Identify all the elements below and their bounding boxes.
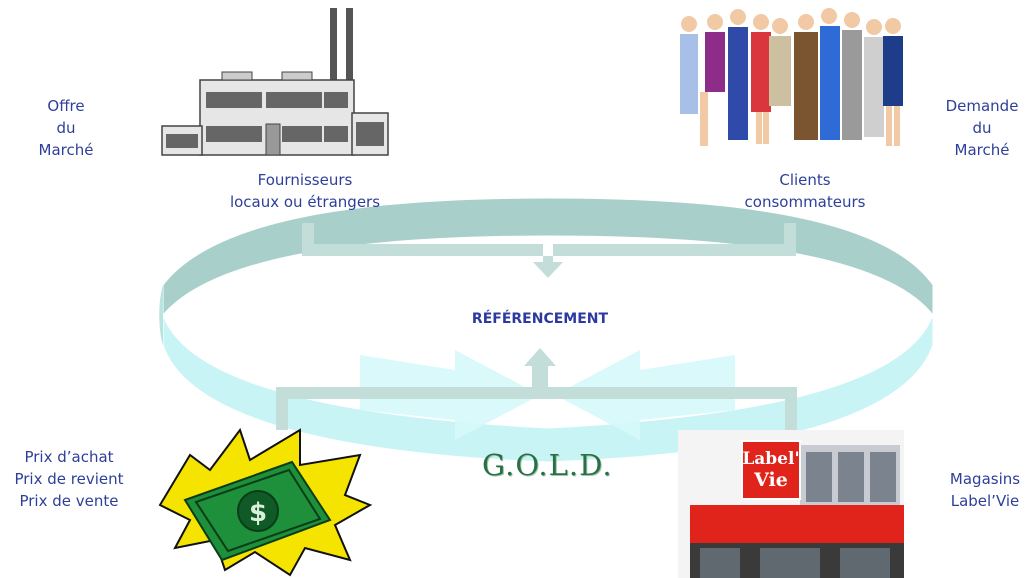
people-group-icon (680, 8, 903, 146)
store-sign-line1: Label' (742, 449, 799, 469)
ring-front-band (162, 314, 934, 463)
store-sign-line2: Vie (753, 469, 788, 491)
storefront-image: Label' Vie (678, 430, 904, 578)
svg-text:$: $ (249, 498, 267, 528)
money-icon: $ (158, 427, 373, 577)
factory-icon (161, 8, 389, 156)
top-connector (302, 223, 796, 278)
bottom-connector (276, 348, 797, 430)
ring-left-side (159, 285, 163, 345)
gold-logo: G.O.L.D. (482, 448, 613, 482)
referencement-label: RÉFÉRENCEMENT (471, 311, 609, 327)
